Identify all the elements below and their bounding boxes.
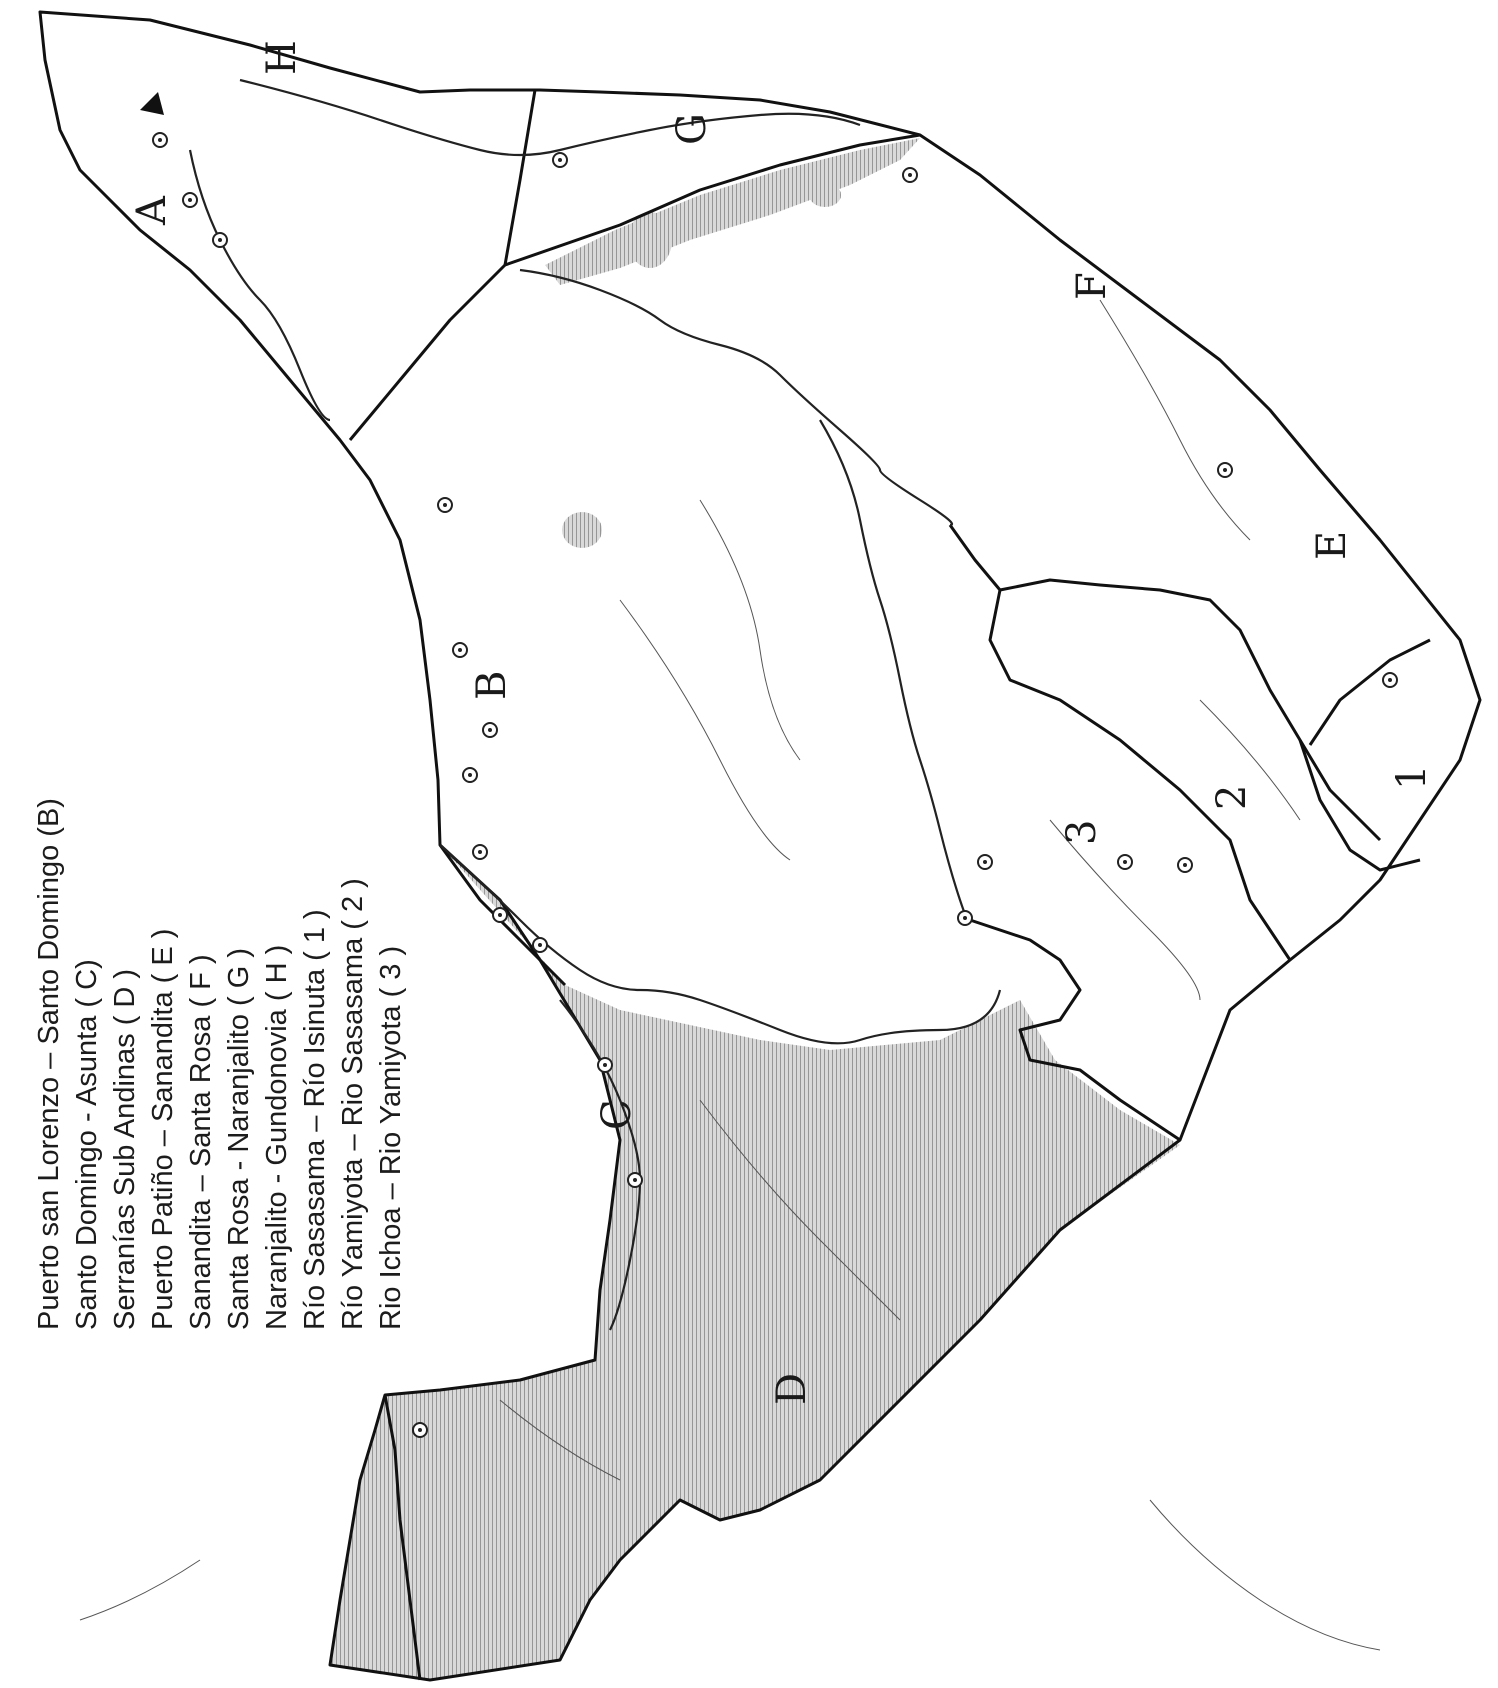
outside-river <box>1149 1499 1381 1651</box>
tributary <box>1099 299 1251 541</box>
river-g <box>239 78 861 157</box>
legend: Puerto san Lorenzo – Santo Domingo (B) S… <box>33 798 407 1330</box>
zone-label-2: 2 <box>1209 785 1255 810</box>
triangle-marker-icon <box>140 92 164 115</box>
zone-label-h: H <box>259 40 305 75</box>
zone-label-c: C <box>594 1099 640 1130</box>
zone-label-e: E <box>1309 531 1355 560</box>
boundary-1-2 <box>1298 739 1421 872</box>
legend-item: Sanandita – Santa Rosa ( F ) <box>185 954 217 1330</box>
boundary-d-west <box>383 1394 422 1681</box>
river-b-south <box>439 844 1002 1045</box>
tributary <box>1049 819 1201 1001</box>
zone-label-1: 1 <box>1389 765 1435 790</box>
legend-item: Naranjalito - Gundonovia ( H ) <box>261 945 293 1330</box>
zone-label-g: G <box>669 113 715 145</box>
hatched-patch <box>562 512 602 548</box>
legend-item: Río Sasasama – Río Isinuta ( 1 ) <box>299 909 331 1330</box>
boundary-b-f <box>504 133 921 267</box>
region-boundary <box>38 10 1482 1682</box>
zone-label-d: D <box>769 1373 815 1405</box>
legend-item: Rio Ichoa – Rio Yamiyota ( 3 ) <box>375 946 407 1330</box>
tributary <box>699 499 801 761</box>
zone-d-area <box>330 845 1180 1680</box>
legend-item: Puerto Patiño – Sanandita ( E ) <box>147 929 179 1330</box>
tributary <box>699 1099 901 1321</box>
legend-item: Río Yamiyota – Rio Sasasama ( 2 ) <box>337 878 369 1330</box>
zone-f-hatched-strip <box>545 138 920 285</box>
zone-label-a: A <box>129 195 175 226</box>
boundary-3-south <box>969 918 1181 1142</box>
legend-item: Santa Rosa - Naranjalito ( G ) <box>223 948 255 1330</box>
hatched-patch <box>809 183 841 207</box>
hatched-patch <box>628 212 672 268</box>
boundary-a-g <box>503 89 537 266</box>
river-central <box>819 419 972 924</box>
boundary-a-b <box>348 263 507 441</box>
tributary <box>499 1399 621 1481</box>
outside-river <box>79 1559 201 1621</box>
legend-item: Santo Domingo - Asunta ( C) <box>71 959 103 1330</box>
boundary-3-b <box>948 524 1002 591</box>
legend-item: Puerto san Lorenzo – Santo Domingo (B) <box>33 798 65 1330</box>
zone-label-f: F <box>1069 272 1115 300</box>
tributary <box>1199 699 1301 821</box>
boundary-f-e <box>999 578 1382 842</box>
river-a <box>188 149 331 422</box>
boundary-e-1 <box>1308 638 1431 746</box>
tributary <box>619 599 791 861</box>
legend-item: Serranías Sub Andinas ( D ) <box>109 969 141 1330</box>
boundary-2-3 <box>988 589 1292 961</box>
river-main-b <box>519 268 953 527</box>
circle-dot-marker-icon <box>152 132 1398 1438</box>
zone-label-b: B <box>469 671 515 700</box>
zone-label-3: 3 <box>1059 820 1105 845</box>
